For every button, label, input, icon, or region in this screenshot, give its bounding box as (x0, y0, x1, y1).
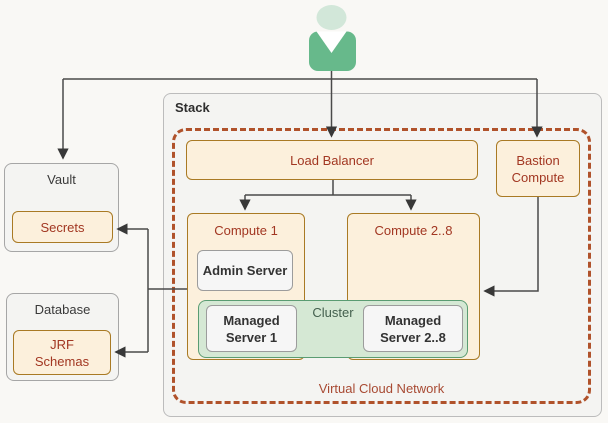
managed-server2-node: Managed Server 2..8 (363, 305, 463, 352)
bastion-node: Bastion Compute (496, 140, 580, 197)
vcn-label: Virtual Cloud Network (318, 381, 445, 396)
admin-server-label: Admin Server (202, 263, 288, 278)
jrf-schemas-node: JRF Schemas (13, 330, 111, 375)
load-balancer-label: Load Balancer (290, 152, 374, 168)
stack-label: Stack (175, 100, 210, 115)
database-label: Database (34, 302, 91, 317)
cluster-label: Cluster (312, 305, 354, 320)
load-balancer-node: Load Balancer (186, 140, 478, 180)
user-icon (309, 5, 356, 71)
vault-label: Vault (47, 172, 76, 187)
compute1-label: Compute 1 (214, 223, 278, 238)
compute2-label: Compute 2..8 (374, 223, 453, 238)
managed-server2-label: Managed Server 2..8 (380, 312, 446, 345)
secrets-node: Secrets (12, 211, 113, 243)
secrets-label: Secrets (40, 219, 85, 235)
admin-server-node: Admin Server (197, 250, 293, 291)
managed-server1-label: Managed Server 1 (223, 312, 280, 345)
managed-server1-node: Managed Server 1 (206, 305, 297, 352)
bastion-label: Bastion Compute (511, 152, 565, 185)
jrf-schemas-label: JRF Schemas (34, 336, 90, 369)
